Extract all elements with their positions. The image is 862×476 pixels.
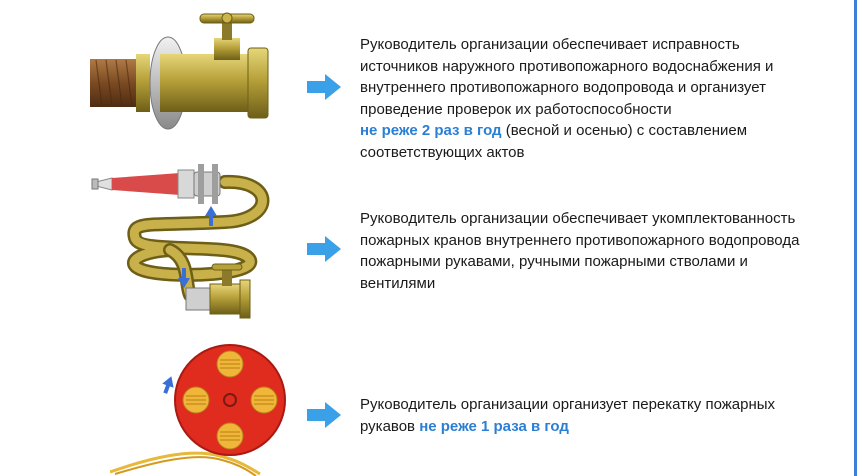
hose-reel-icon: [110, 344, 286, 476]
text-block-3: Руководитель организации организует пере…: [360, 394, 800, 437]
text-block-2: Руководитель организации обеспечивает ук…: [360, 208, 800, 294]
highlight-1: не реже 2 раз в год: [360, 122, 502, 139]
text-3: Руководитель организации организует пере…: [360, 396, 776, 435]
fire-hose-icon: [91, 164, 270, 319]
text-1: Руководитель организации обеспечивает ис…: [360, 36, 774, 118]
hydrant-valve-icon: [90, 12, 269, 130]
arrow-right-icon: [307, 402, 341, 428]
text-1-tail: (весной и осенью) с составлением соответ…: [360, 122, 748, 161]
text-2: Руководитель организации обеспечивает ук…: [360, 210, 800, 292]
arrow-right-icon: [307, 74, 341, 100]
text-block-1: Руководитель организации обеспечивает ис…: [360, 34, 800, 163]
highlight-3: не реже 1 раза в год: [419, 417, 569, 435]
arrow-right-icon: [307, 236, 341, 262]
